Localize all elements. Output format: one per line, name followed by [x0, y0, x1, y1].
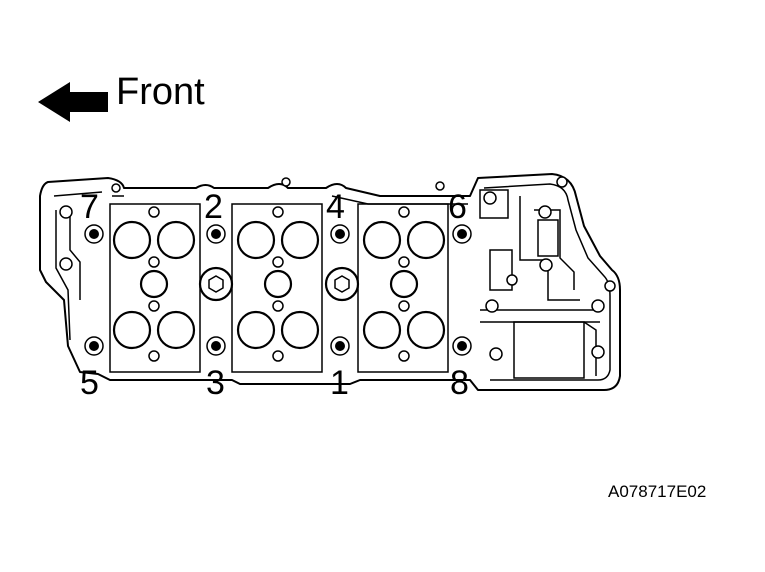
timing-cover-area	[479, 176, 616, 381]
head-bolts	[84, 224, 472, 356]
valve-bores	[109, 203, 449, 373]
bolt-label-2: 2	[204, 188, 223, 226]
bolt-5	[84, 336, 104, 356]
bolt-label-3: 3	[206, 364, 225, 402]
bolt-7	[84, 224, 104, 244]
bolt-label-1: 1	[330, 364, 349, 402]
bolt-label-7: 7	[80, 188, 99, 226]
bolt-2	[206, 224, 226, 244]
bolt-sequence-labels: 7 2 4 6 5 3 1 8	[80, 188, 469, 402]
front-label: Front	[116, 71, 205, 113]
bolt-label-6: 6	[448, 188, 467, 226]
figure-code: A078717E02	[608, 482, 706, 501]
bolt-8	[452, 336, 472, 356]
left-end-holes	[59, 177, 445, 271]
bolt-label-5: 5	[80, 364, 99, 402]
front-arrow-icon	[38, 82, 108, 122]
bolt-label-4: 4	[326, 188, 345, 226]
bolt-4	[330, 224, 350, 244]
bolt-label-8: 8	[450, 364, 469, 402]
bolt-1	[330, 336, 350, 356]
bolt-3	[206, 336, 226, 356]
bolt-6	[452, 224, 472, 244]
